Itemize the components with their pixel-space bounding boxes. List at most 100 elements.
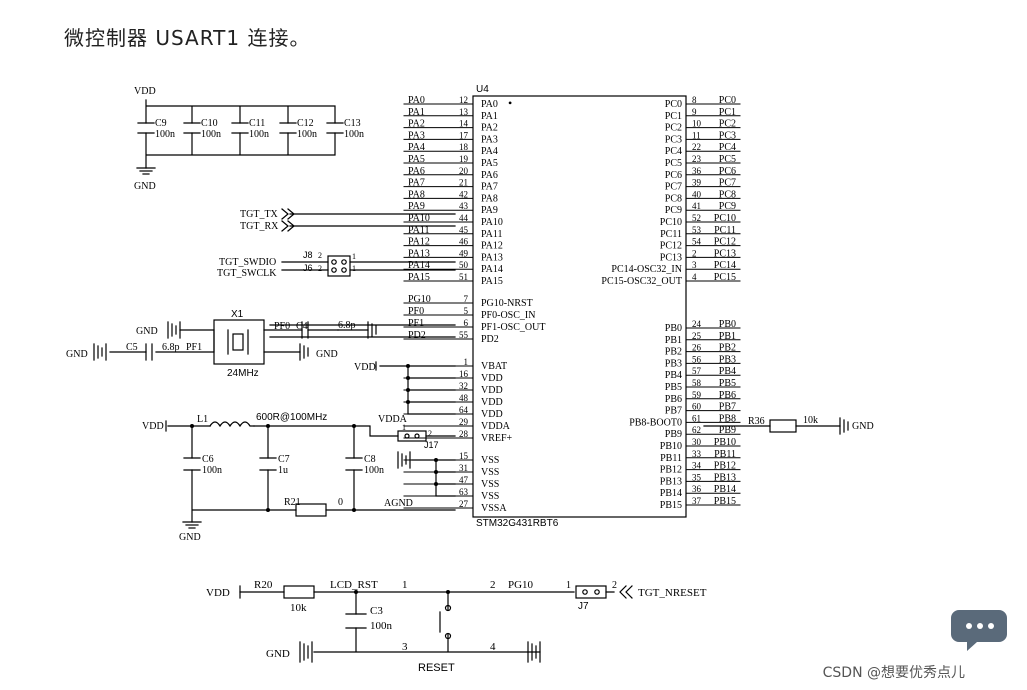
mcu-left-pin-name: PF1-OSC_OUT	[481, 322, 545, 333]
mcu-left-pin-number: 32	[459, 381, 468, 391]
ground-symbol-sideways	[397, 451, 411, 469]
mcu-right-pin-name: PC8	[665, 193, 682, 204]
mcu-right-pin-number: 36	[692, 166, 702, 176]
c4-value: 6.8p	[338, 320, 356, 331]
ground-symbol-sideways	[93, 343, 107, 361]
mcu-left-pin-name: PA1	[481, 111, 498, 122]
cap-ref: C12	[297, 118, 314, 129]
pf1-label: PF1	[186, 342, 202, 353]
mcu-right-pin-name: PC2	[665, 123, 682, 134]
mcu-left-pin-number: 14	[459, 119, 469, 129]
j17-pin2: 2	[428, 429, 432, 438]
mcu-left-pin-number: 44	[459, 213, 469, 223]
jumper-pad	[594, 589, 600, 595]
mcu-left-pin-name: PA5	[481, 158, 498, 169]
mcu-left-pin-number: 28	[459, 429, 469, 439]
mcu-left-pin-number: 15	[459, 451, 469, 461]
l1-value: 600R@100MHz	[256, 412, 327, 423]
uart-lines	[289, 213, 456, 227]
junction-dot	[352, 424, 356, 428]
mcu-right-net-label: PB3	[719, 354, 736, 365]
r20-ref: R20	[254, 579, 273, 591]
mcu-right-net-label: PB9	[719, 425, 736, 436]
mcu-right-pin-number: 24	[692, 319, 702, 329]
vdd-label: VDD	[134, 86, 156, 97]
mcu-right-pin-number: 36	[692, 484, 702, 494]
tgt-nreset-label: TGT_NRESET	[638, 587, 707, 599]
mcu-right-pin-name: PC15-OSC32_OUT	[601, 276, 682, 287]
nreset-arrow	[605, 585, 633, 599]
mcu-right-pin-name: PB12	[660, 465, 682, 476]
mcu-right-net-label: PB8	[719, 413, 736, 424]
mcu-right-pin-number: 60	[692, 402, 702, 412]
mcu-right-net-label: PB13	[714, 472, 736, 483]
mcu-left-pin-name: VBAT	[481, 361, 507, 372]
inductor-coil	[209, 421, 255, 428]
mcu-right-net-label: PB12	[714, 461, 736, 472]
chat-bubble-icon[interactable]	[949, 600, 1019, 658]
mcu-left-pin-name: PA0	[481, 99, 498, 110]
mcu-right-pin-name: PC13	[660, 252, 682, 263]
ground-symbol-sideways	[367, 321, 377, 339]
mcu-left-net-label: PA5	[408, 154, 425, 165]
mcu-right-net-label: PC3	[719, 130, 736, 141]
crystal-gnd-right-label: GND	[316, 349, 338, 360]
mcu-right-pin-name: PB6	[665, 394, 682, 405]
mcu-left-net-label: PF1	[408, 318, 424, 329]
mcu-left-pin-name: PA12	[481, 241, 503, 252]
mcu-right-pin-number: 53	[692, 225, 702, 235]
uart-rx-arrow	[281, 220, 295, 232]
mcu-right-pin-number: 9	[692, 107, 697, 117]
mcu-left-pin-name: VSS	[481, 455, 499, 466]
switch-contact	[444, 632, 452, 640]
mcu-left-pin-name: PD2	[481, 334, 499, 345]
j8-pin1: 1	[352, 252, 356, 261]
mcu-left-pin-name: PA8	[481, 193, 498, 204]
mcu-right-pin-name: PC11	[660, 229, 682, 240]
c3-ref: C3	[370, 605, 383, 617]
mcu-left-net-label: PA0	[408, 95, 425, 106]
agnd-label: AGND	[384, 498, 413, 509]
page-heading: 微控制器 USART1 连接。	[64, 26, 311, 50]
mcu-left-pin-number: 27	[459, 499, 469, 509]
mcu-right-net-label: PB0	[719, 319, 736, 330]
junction-dot	[266, 424, 270, 428]
filter-cap-value: 1u	[278, 465, 288, 476]
mcu-right-pin-number: 57	[692, 366, 702, 376]
mcu-right-net-label: PC6	[719, 166, 736, 177]
reset-switch	[439, 605, 449, 639]
crystal-plates	[227, 329, 249, 355]
uart-tx-arrow	[281, 208, 295, 220]
jumper-pad	[414, 433, 420, 439]
filter-cap-ref: C8	[364, 454, 376, 465]
mcu-right-pin-name: PB10	[660, 441, 682, 452]
boot-gnd-label: GND	[852, 421, 874, 432]
l1-ref: L1	[197, 414, 208, 425]
j8-pin2: 2	[318, 251, 322, 260]
mcu-right-pin-name: PB5	[665, 382, 682, 393]
mcu-left-pin-name: VDDA	[481, 421, 511, 432]
c4-ref: C4	[296, 321, 308, 332]
jumper-pad	[331, 259, 337, 265]
pf0-label: PF0	[274, 321, 290, 332]
junction-dot	[446, 590, 450, 594]
mcu-right-pin-number: 22	[692, 142, 701, 152]
mcu-right-net-label: PB10	[714, 437, 736, 448]
filter-cap-value: 100n	[202, 465, 222, 476]
junction-dot	[266, 508, 270, 512]
mcu-left-net-label: PA1	[408, 107, 425, 118]
ground-symbol-sideways	[839, 417, 849, 435]
mcu-left-pin-number: 7	[464, 294, 469, 304]
mcu-right-net-label: PC0	[719, 95, 736, 106]
mcu-right-pin-number: 54	[692, 237, 702, 247]
mcu-right-net-label: PC11	[714, 225, 736, 236]
mcu-ref: U4	[476, 84, 489, 95]
uart-rx-label: TGT_RX	[240, 221, 279, 232]
mcu-left-pin-name: VREF+	[481, 433, 513, 444]
uart-tx-label: TGT_TX	[240, 209, 279, 220]
cap-value: 100n	[201, 129, 221, 140]
mcu-right-pin-name: PC12	[660, 241, 682, 252]
mcu-right-pin-name: PC1	[665, 111, 682, 122]
mcu-left-pin-number: 16	[459, 369, 469, 379]
ground-symbol-sideways	[167, 321, 181, 339]
